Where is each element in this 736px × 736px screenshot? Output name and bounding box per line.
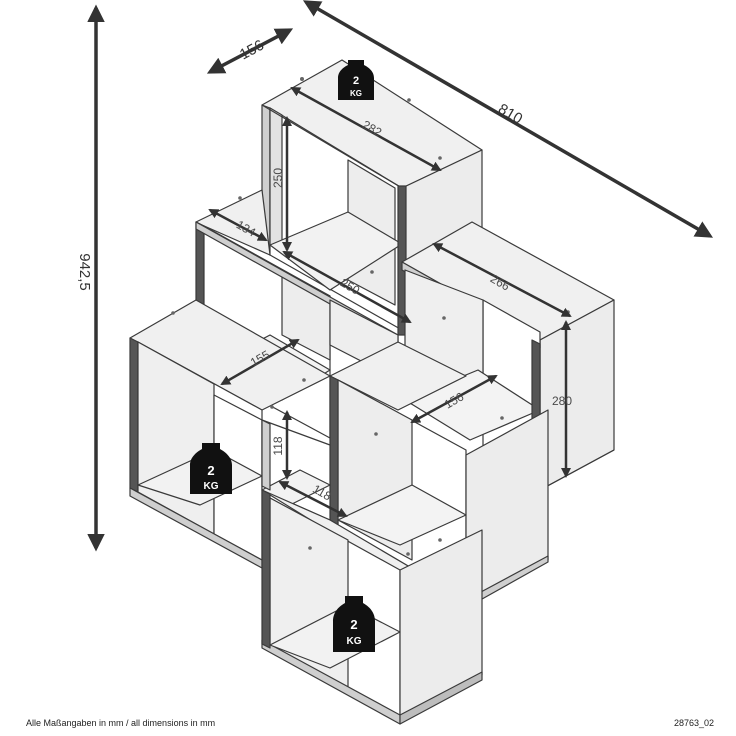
right-width-arrow [432, 242, 572, 318]
label-depth: 156 [237, 37, 267, 64]
weight-unit: KG [350, 89, 362, 98]
weight-unit: KG [204, 481, 219, 492]
label-center-height: 118 [271, 436, 285, 455]
label-total-width: 810 [495, 100, 525, 127]
weight-number: 2 [353, 75, 359, 87]
label-right-height: 280 [552, 394, 572, 408]
weight-number: 2 [350, 617, 357, 632]
footer-article-code: 28763_02 [673, 718, 714, 728]
weight-number: 2 [207, 463, 214, 478]
weight-unit: KG [347, 636, 362, 647]
label-top-inner-height: 250 [271, 168, 285, 188]
weight-left: 2 KG [190, 443, 232, 494]
depth-arrow [206, 28, 294, 74]
middle-width-arrow [282, 250, 412, 324]
center-lower-cube [329, 341, 549, 611]
label-total-height: 942,5 [76, 253, 93, 291]
center-depth-arrow [278, 480, 348, 518]
dimension-arrows [87, 0, 714, 552]
total-width-arrow [302, 0, 714, 238]
right-lower-depth-arrow [410, 374, 498, 424]
footer-units-note: Alle Maßangaben in mm / all dimensions i… [26, 718, 216, 728]
left-lower-depth-arrow [220, 338, 300, 386]
top-inner-width-arrow [290, 86, 442, 172]
left-depth-arrow [208, 208, 268, 242]
weight-bottom: 2 KG [333, 596, 375, 652]
